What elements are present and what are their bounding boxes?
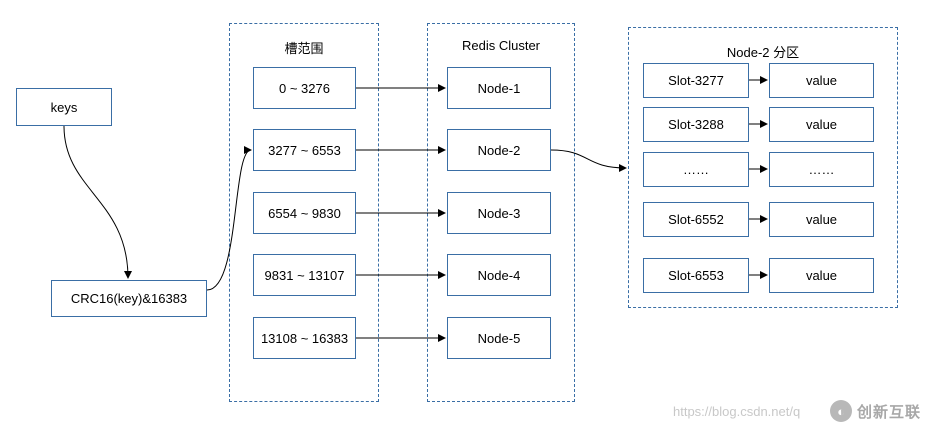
value-label: value (805, 268, 838, 283)
hash-function-label: CRC16(key)&16383 (70, 291, 188, 306)
keys-label: keys (50, 99, 78, 115)
slot-range-box: 9831 ~ 13107 (253, 254, 356, 296)
slot-range-box: 3277 ~ 6553 (253, 129, 356, 171)
slot-range-title: 槽范围 (284, 41, 324, 56)
value-label: …… (808, 162, 835, 177)
slot-range-box: 0 ~ 3276 (253, 67, 356, 109)
node-box: Node-3 (447, 192, 551, 234)
watermark-logo: ◐ 创新互联 (830, 400, 921, 422)
node-box: Node-5 (447, 317, 551, 359)
slot-box: Slot-6553 (643, 258, 749, 293)
slot-range-label: 9831 ~ 13107 (264, 267, 345, 283)
value-box: value (769, 107, 874, 142)
hash-function-box: CRC16(key)&16383 (51, 280, 207, 317)
node2-to-partition-arrow (550, 149, 627, 172)
slot-label: Slot-3288 (668, 117, 724, 132)
slot-label: Slot-6553 (668, 268, 724, 283)
node-box: Node-1 (447, 67, 551, 109)
partition-group: Node-2 分区 (628, 27, 898, 308)
slot-label: Slot-3277 (668, 73, 724, 88)
logo-text: 创新互联 (857, 403, 922, 421)
value-label: value (805, 73, 838, 88)
slot-range-label: 6554 ~ 9830 (268, 205, 341, 221)
slot-range-label: 0 ~ 3276 (279, 80, 330, 96)
keys-box: keys (16, 88, 112, 126)
logo-icon: ◐ (830, 400, 852, 422)
slot-range-box: 6554 ~ 9830 (253, 192, 356, 234)
value-label: value (805, 117, 838, 132)
value-box: value (769, 258, 874, 293)
slot-label: …… (683, 162, 709, 177)
node-label: Node-4 (477, 267, 521, 283)
node-box: Node-4 (447, 254, 551, 296)
node-label: Node-2 (477, 142, 521, 158)
value-label: value (805, 212, 838, 227)
slot-range-box: 13108 ~ 16383 (253, 317, 356, 359)
slot-range-label: 13108 ~ 16383 (260, 330, 349, 346)
watermark-url: https://blog.csdn.net/q (673, 404, 801, 419)
slot-box: …… (643, 152, 749, 187)
value-box: value (769, 202, 874, 237)
slot-box: Slot-6552 (643, 202, 749, 237)
node-label: Node-1 (477, 80, 521, 96)
keys-to-hash-arrow (63, 125, 132, 279)
partition-title: Node-2 分区 (726, 45, 800, 60)
value-box: …… (769, 152, 874, 187)
hash-to-range-arrow (206, 146, 252, 291)
node-box: Node-2 (447, 129, 551, 171)
slot-box: Slot-3277 (643, 63, 749, 98)
slot-range-label: 3277 ~ 6553 (268, 142, 341, 158)
value-box: value (769, 63, 874, 98)
node-label: Node-5 (477, 330, 521, 346)
slot-box: Slot-3288 (643, 107, 749, 142)
redis-cluster-title: Redis Cluster (461, 38, 541, 53)
node-label: Node-3 (477, 205, 521, 221)
slot-label: Slot-6552 (668, 212, 724, 227)
